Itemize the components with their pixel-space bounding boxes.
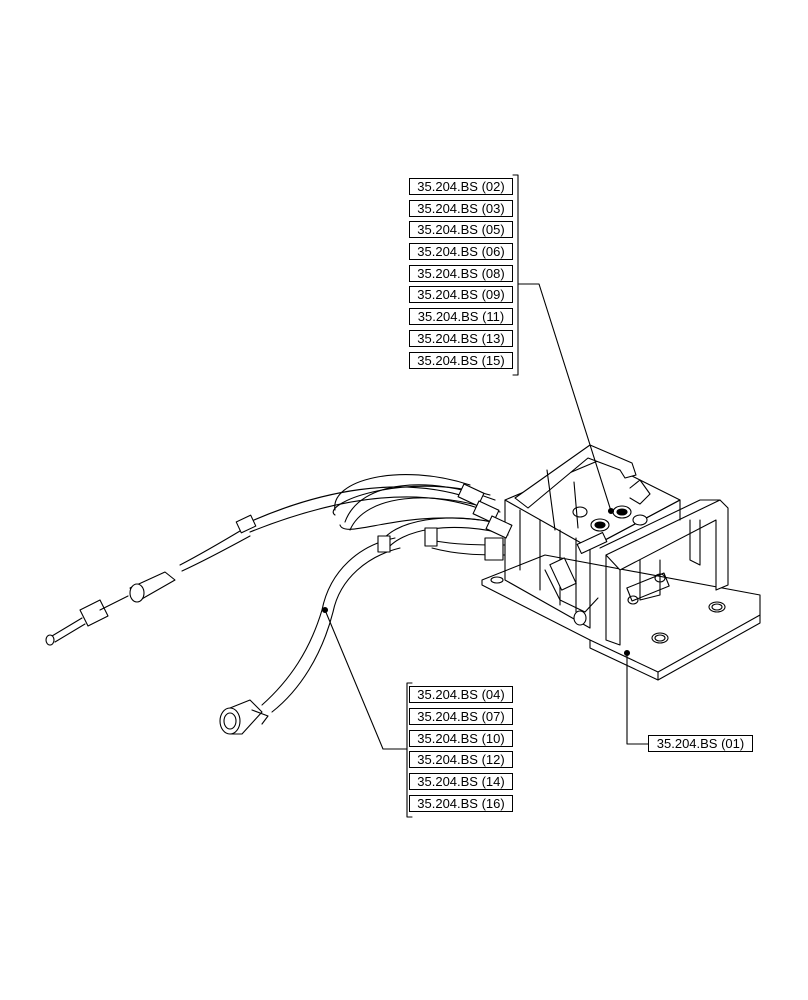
callout-01: 35.204.BS (01): [648, 735, 753, 752]
hose-fittings: [45, 483, 513, 646]
callout-04: 35.204.BS (04): [409, 686, 513, 703]
callout-06: 35.204.BS (06): [409, 243, 513, 260]
callout-08: 35.204.BS (08): [409, 265, 513, 282]
lever-bracket: [514, 444, 651, 531]
lower-bracket: [321, 606, 413, 818]
single-leader: [623, 649, 649, 745]
callout-02: 35.204.BS (02): [409, 178, 513, 195]
callout-05: 35.204.BS (05): [409, 221, 513, 238]
callout-09: 35.204.BS (09): [409, 286, 513, 303]
callout-03: 35.204.BS (03): [409, 200, 513, 217]
base-plate: [481, 554, 761, 681]
callout-10: 35.204.BS (10): [409, 730, 513, 747]
bracket-frame: [599, 499, 729, 646]
callout-07: 35.204.BS (07): [409, 708, 513, 725]
hoses: [179, 474, 509, 713]
callout-16: 35.204.BS (16): [409, 795, 513, 812]
hose-end-connector: [219, 699, 269, 735]
callout-13: 35.204.BS (13): [409, 330, 513, 347]
callout-15: 35.204.BS (15): [409, 352, 513, 369]
callout-14: 35.204.BS (14): [409, 773, 513, 790]
callout-12: 35.204.BS (12): [409, 751, 513, 768]
upper-bracket: [512, 174, 615, 515]
callout-11: 35.204.BS (11): [409, 308, 513, 325]
